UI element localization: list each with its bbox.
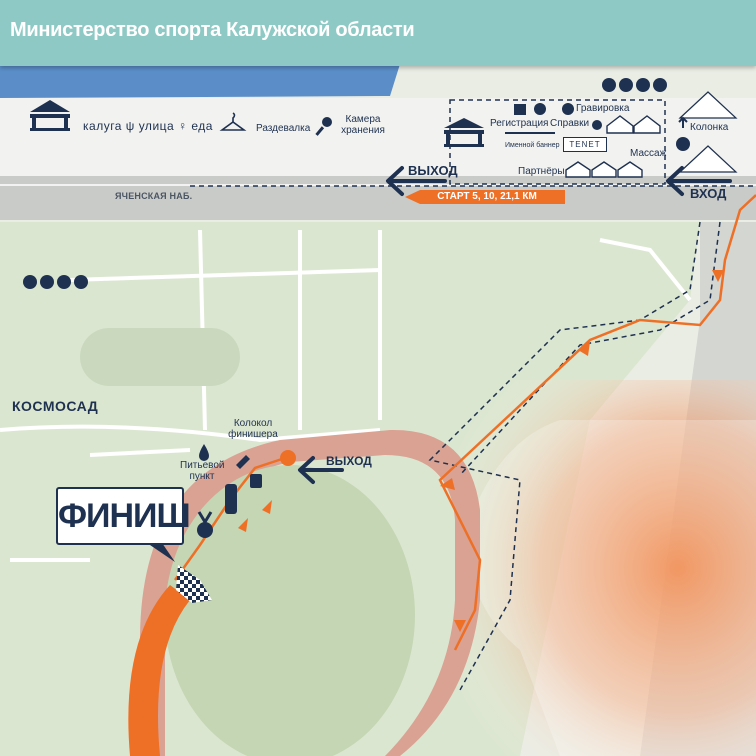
large-tents [678, 91, 738, 173]
start-zone-border [449, 99, 666, 185]
water-label: Питьевой пункт [180, 460, 225, 482]
page-title: Министерство спорта Калужской области [10, 19, 415, 41]
bell-label: Колокол финишера [228, 418, 278, 440]
bell-point [280, 450, 296, 466]
stadium-field [165, 465, 415, 756]
street-name: ЯЧЕНСКАЯ НАБ. [115, 191, 193, 201]
tent-icon [591, 161, 617, 178]
toilet-icon [74, 275, 88, 289]
toilet-icon [636, 78, 650, 92]
tent-icon [678, 91, 738, 119]
runner-silhouette [468, 420, 756, 756]
route-arrows [238, 270, 724, 632]
route-arrow [578, 342, 590, 356]
column-label: Колонка [690, 122, 729, 133]
partners-label: Партнёры [518, 166, 565, 177]
header-bar: Министерство спорта Калужской области [0, 0, 756, 66]
hanger-icon [219, 112, 247, 131]
tent-icon [633, 115, 661, 134]
brand-label: калуга ψ улица ♀ еда [83, 119, 213, 133]
start-label: СТАРТ 5, 10, 21,1 КМ [437, 191, 537, 202]
finish-pointer [150, 540, 175, 562]
registration-label: Регистрация [490, 118, 549, 129]
finish-callout: ФИНИШ [56, 487, 191, 545]
tent-icon [606, 115, 634, 134]
route-arrow [262, 500, 272, 514]
toilet-icon [602, 78, 616, 92]
stage-icon [30, 100, 70, 131]
stage-icon [444, 118, 484, 147]
tent-icon [617, 161, 643, 178]
toilet-icon [23, 275, 37, 289]
beer-mug-icon [250, 474, 262, 488]
toilet-icon [676, 137, 690, 151]
medal-ribbon [197, 511, 213, 525]
race-route [438, 194, 756, 651]
finish-straight [128, 585, 190, 756]
toilet-icon [40, 275, 54, 289]
massage-label: Массаж [630, 148, 667, 159]
plus-icon [562, 103, 574, 115]
start-banner [405, 190, 565, 204]
tent-group-bottom [565, 161, 643, 178]
checkered-flag-icon [176, 565, 212, 603]
sponsor-logo: TENET [563, 137, 607, 152]
bottle-icon [225, 484, 237, 514]
route-corridor-outer [459, 221, 721, 476]
storage-label: Камера хранения [341, 114, 385, 136]
finish-label: ФИНИШ [58, 497, 191, 535]
registration-icon [514, 104, 526, 115]
bell-icon [236, 455, 250, 469]
cloakroom-label: Раздевалка [256, 123, 311, 134]
tent-icon [678, 145, 738, 173]
banner-label: Именной баннер [505, 142, 560, 149]
route-arrow [454, 620, 466, 632]
tent-icon [565, 161, 591, 178]
water-drop-icon [199, 444, 209, 461]
route-arrow [440, 478, 455, 490]
exit-label-stadium: ВЫХОД [326, 454, 372, 468]
left-arrow-icon [386, 166, 447, 196]
info-label: Справки [550, 118, 590, 129]
route-corridor [428, 221, 701, 691]
toilet-icons-top [602, 78, 667, 92]
embankment-area [0, 98, 756, 178]
medal-icon [197, 522, 213, 538]
tent-group-top [606, 115, 661, 134]
exit-label-top: ВЫХОД [408, 163, 458, 178]
entrance-label: ВХОД [690, 186, 727, 201]
embankment-road [0, 176, 756, 220]
toilet-icon [619, 78, 633, 92]
column-arrow-icon [678, 116, 688, 128]
left-arrow-icon [666, 166, 732, 196]
info-icon [534, 103, 546, 115]
oval-lawn [80, 328, 240, 386]
route-arrow [238, 518, 248, 532]
medal-icon [592, 120, 602, 130]
key-icon [315, 117, 332, 136]
toilet-icon [653, 78, 667, 92]
river [0, 64, 400, 98]
toilet-icon [57, 275, 71, 289]
place-name: КОСМОСАД [12, 398, 99, 414]
left-arrow-icon [298, 456, 344, 484]
engraving-label: Гравировка [576, 103, 630, 114]
toilet-icons-park [23, 275, 88, 289]
route-arrow [712, 270, 724, 282]
